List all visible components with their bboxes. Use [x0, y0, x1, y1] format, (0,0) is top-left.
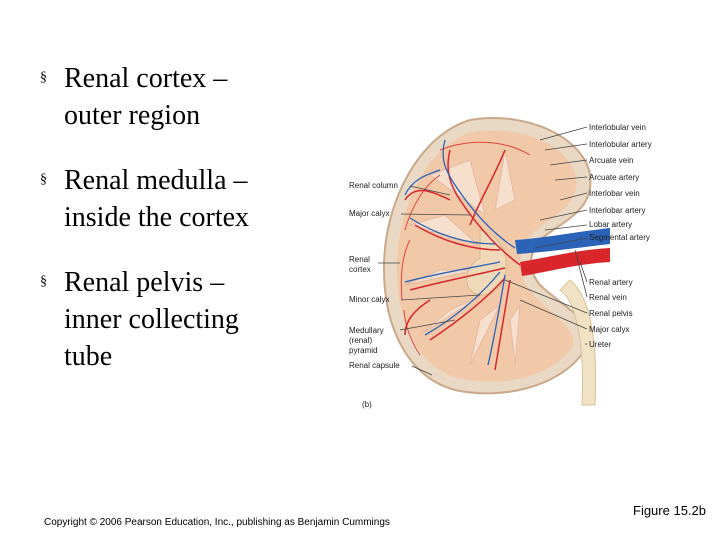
label-renal-vein: Renal vein: [589, 293, 627, 302]
bullet-text: inner collecting tube: [64, 304, 239, 372]
label-major-calyx-left: Major calyx: [349, 209, 389, 218]
label-minor-calyx: Minor calyx: [349, 295, 389, 304]
label-renal-cortex: Renal cortex: [349, 255, 372, 274]
label-renal-artery: Renal artery: [589, 278, 633, 287]
label-interlobar-artery: Interlobar artery: [589, 206, 645, 215]
leader-lines: [378, 126, 588, 376]
label-interlobular-vein: Interlobular vein: [589, 123, 646, 132]
label-renal-column: Renal column: [349, 181, 398, 190]
bullet-marker: §: [40, 70, 47, 85]
bullet-marker: §: [40, 274, 47, 289]
label-medullary-line3: pyramid: [349, 346, 377, 355]
label-major-calyx-right: Major calyx: [589, 325, 629, 334]
bullet-text: Renal pelvis –: [64, 267, 225, 298]
bullet-marker: §: [40, 172, 47, 187]
label-medullary-line1: Medullary: [349, 326, 384, 335]
bullet-renal-cortex: § Renal cortex – outer region: [40, 60, 340, 134]
left-labels: Renal column Major calyx Renal cortex Mi…: [349, 181, 400, 370]
panel-label: (b): [362, 400, 372, 409]
bullet-list: § Renal cortex – outer region § Renal me…: [40, 60, 340, 403]
bullet-text: inside the cortex: [64, 202, 250, 233]
label-renal-cortex-line2: cortex: [349, 265, 371, 274]
figure-reference: Figure 15.2b: [633, 503, 706, 518]
label-renal-capsule: Renal capsule: [349, 361, 400, 370]
label-ureter: Ureter: [589, 340, 612, 349]
label-renal-pelvis: Renal pelvis: [589, 309, 633, 318]
right-labels: Interlobular vein Interlobular artery Ar…: [589, 123, 652, 349]
bullet-text: outer region: [64, 100, 201, 131]
copyright-text: Copyright © 2006 Pearson Education, Inc.…: [44, 517, 390, 528]
bullet-renal-medulla: § Renal medulla – inside the cortex: [40, 162, 340, 236]
bullet-text: Renal cortex –: [64, 63, 228, 94]
label-medullary-pyramid: Medullary (renal) pyramid: [349, 326, 386, 355]
label-medullary-line2: (renal): [349, 336, 372, 345]
label-lobar-artery: Lobar artery: [589, 220, 632, 229]
bullet-text: Renal medulla –: [64, 165, 248, 196]
label-arcuate-artery: Arcuate artery: [589, 173, 639, 182]
label-interlobar-vein: Interlobar vein: [589, 189, 640, 198]
label-interlobular-artery: Interlobular artery: [589, 140, 652, 149]
bullet-renal-pelvis: § Renal pelvis – inner collecting tube: [40, 264, 340, 375]
label-arcuate-vein: Arcuate vein: [589, 156, 633, 165]
label-segmental-artery: Segmental artery: [589, 233, 650, 242]
label-renal-cortex-line1: Renal: [349, 255, 370, 264]
